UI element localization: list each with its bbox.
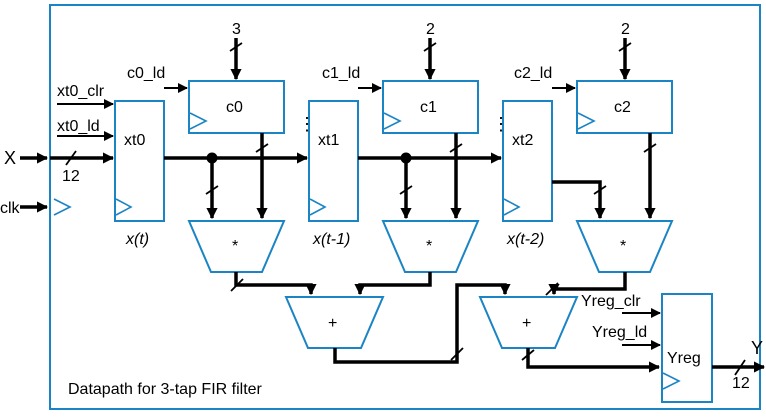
- register-xt0: xt0 x(t): [114, 100, 165, 248]
- register-c0: c0: [188, 80, 285, 134]
- c1-ld-label: c1_ld: [322, 65, 360, 82]
- multiplier-3-label: *: [620, 238, 626, 255]
- register-xt2-time: x(t-2): [506, 231, 544, 248]
- clock-triangle-icon: [53, 198, 72, 216]
- register-xt1-time: x(t-1): [312, 231, 350, 248]
- c0-ld-label: c0_ld: [127, 65, 165, 82]
- adder-2-label: +: [522, 315, 531, 332]
- adder-2: +: [478, 296, 579, 349]
- c1-width-label: 2: [426, 21, 435, 38]
- register-xt0-label: xt0: [124, 132, 145, 149]
- input-x-label: X: [4, 148, 16, 168]
- x-width-label: 12: [62, 168, 80, 185]
- multiplier-3: *: [575, 220, 674, 273]
- register-xt2: xt2 x(t-2): [502, 100, 553, 248]
- multiplier-2: *: [381, 220, 480, 273]
- c0-width-label: 3: [232, 21, 241, 38]
- register-xt2-label: xt2: [512, 132, 533, 149]
- register-c2: c2: [576, 80, 673, 134]
- xt2-ellipsis: ⋮: [492, 114, 510, 134]
- register-xt0-time: x(t): [125, 231, 149, 248]
- adder-1-label: +: [328, 315, 337, 332]
- register-yreg: Yreg: [661, 293, 713, 403]
- c2-ld-label: c2_ld: [514, 65, 552, 82]
- c2-width-label: 2: [621, 21, 630, 38]
- register-c2-label: c2: [614, 99, 631, 116]
- datapath-boundary: [49, 4, 761, 410]
- input-clk: clk: [0, 198, 72, 217]
- multiplier-1-label: *: [232, 238, 238, 255]
- yreg-ld-label: Yreg_ld: [592, 324, 647, 341]
- input-clk-label: clk: [0, 200, 21, 217]
- multiplier-1: *: [187, 220, 286, 273]
- input-x: X: [4, 148, 49, 168]
- yreg-clr-label: Yreg_clr: [581, 293, 641, 310]
- output-y-label: Y: [751, 338, 763, 358]
- register-c1-label: c1: [420, 99, 437, 116]
- output-width-label: 12: [732, 375, 750, 392]
- register-c0-label: c0: [226, 99, 243, 116]
- register-c1: c1: [382, 80, 479, 134]
- register-xt1: xt1 x(t-1): [308, 100, 359, 248]
- multiplier-2-label: *: [426, 238, 432, 255]
- diagram-caption: Datapath for 3-tap FIR filter: [68, 381, 263, 398]
- xt0-ld-label: xt0_ld: [57, 118, 100, 135]
- register-xt1-label: xt1: [318, 132, 339, 149]
- adder-1: +: [284, 296, 385, 349]
- xt0-clr-label: xt0_clr: [57, 83, 105, 100]
- register-yreg-label: Yreg: [667, 350, 701, 367]
- xt1-ellipsis: ⋮: [298, 114, 316, 134]
